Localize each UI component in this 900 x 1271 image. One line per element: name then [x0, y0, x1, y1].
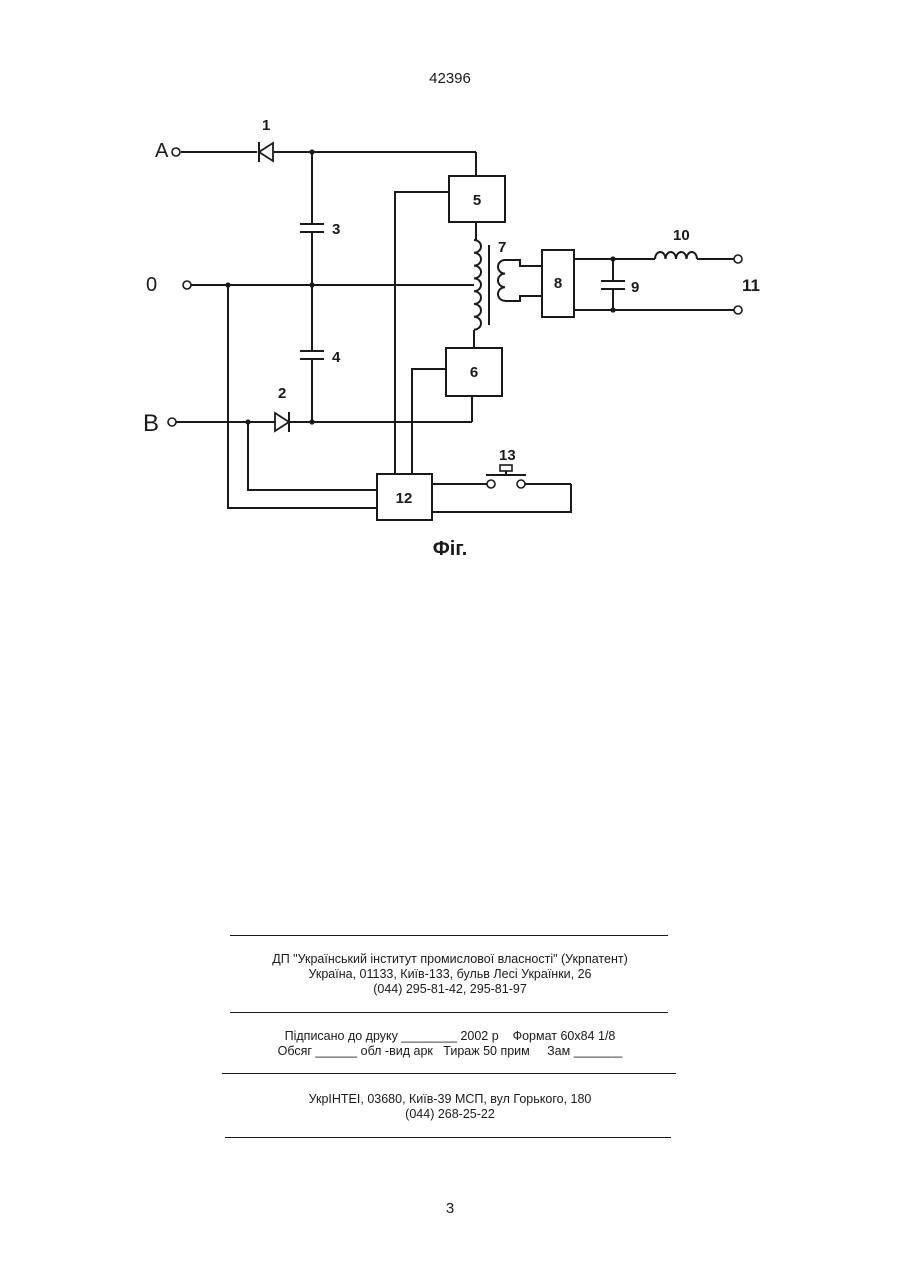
circuit-diagram: A 0 B 11 1 2 3 4 5 6 7 8 9 10 — [0, 0, 900, 560]
terminal-zero-label: 0 — [146, 274, 157, 296]
publisher-line-1: ДП "Український інститут промислової вла… — [220, 952, 680, 967]
publisher-block: ДП "Український інститут промислової вла… — [220, 952, 680, 997]
transformer-7-secondary — [498, 260, 505, 301]
figure-caption: Фіг. — [0, 538, 900, 561]
output-terminal-top — [734, 255, 742, 263]
terminal-b-label: B — [143, 410, 159, 437]
page-number: 3 — [0, 1200, 900, 1217]
printer-line-1: УкрІНТЕІ, 03680, Київ-39 МСП, вул Горько… — [220, 1092, 680, 1107]
output-label: 11 — [742, 276, 760, 295]
publisher-line-2: Україна, 01133, Київ-133, бульв Лесі Укр… — [220, 967, 680, 982]
imprint-rule-1 — [230, 935, 668, 936]
capacitor-9-label: 9 — [631, 279, 639, 296]
diode-2 — [275, 412, 289, 432]
push-button-13 — [486, 465, 526, 488]
diode-1 — [259, 142, 273, 162]
capacitor-3 — [300, 224, 324, 232]
capacitor-3-label: 3 — [332, 221, 340, 238]
block-8-label: 8 — [554, 275, 562, 292]
transformer-7-label: 7 — [498, 239, 506, 256]
diode-1-label: 1 — [262, 117, 270, 134]
inductor-10-label: 10 — [673, 227, 690, 244]
imprint-rule-4 — [225, 1137, 671, 1138]
capacitor-4-label: 4 — [332, 349, 341, 366]
imprint-rule-3 — [222, 1073, 676, 1074]
printer-block: УкрІНТЕІ, 03680, Київ-39 МСП, вул Горько… — [220, 1092, 680, 1122]
push-button-13-label: 13 — [499, 447, 516, 464]
publisher-line-3: (044) 295-81-42, 295-81-97 — [220, 982, 680, 997]
terminal-zero — [183, 281, 191, 289]
block-5-label: 5 — [473, 192, 481, 209]
capacitor-4 — [300, 351, 324, 359]
imprint-rule-2 — [230, 1012, 668, 1013]
block-12-label: 12 — [396, 490, 413, 507]
block-6-label: 6 — [470, 364, 478, 381]
capacitor-9 — [601, 281, 625, 289]
diode-2-label: 2 — [278, 385, 286, 402]
transformer-7-primary — [474, 240, 481, 330]
output-terminal-bottom — [734, 306, 742, 314]
print-details-line-1: Підписано до друку ________ 2002 р Форма… — [220, 1029, 680, 1044]
printer-line-2: (044) 268-25-22 — [220, 1107, 680, 1122]
terminal-a — [172, 148, 180, 156]
terminal-b — [168, 418, 176, 426]
print-details-block: Підписано до друку ________ 2002 р Форма… — [220, 1029, 680, 1059]
print-details-line-2: Обсяг ______ обл -вид арк Тираж 50 прим … — [220, 1044, 680, 1059]
inductor-10 — [655, 252, 697, 259]
terminal-a-label: A — [155, 140, 169, 162]
